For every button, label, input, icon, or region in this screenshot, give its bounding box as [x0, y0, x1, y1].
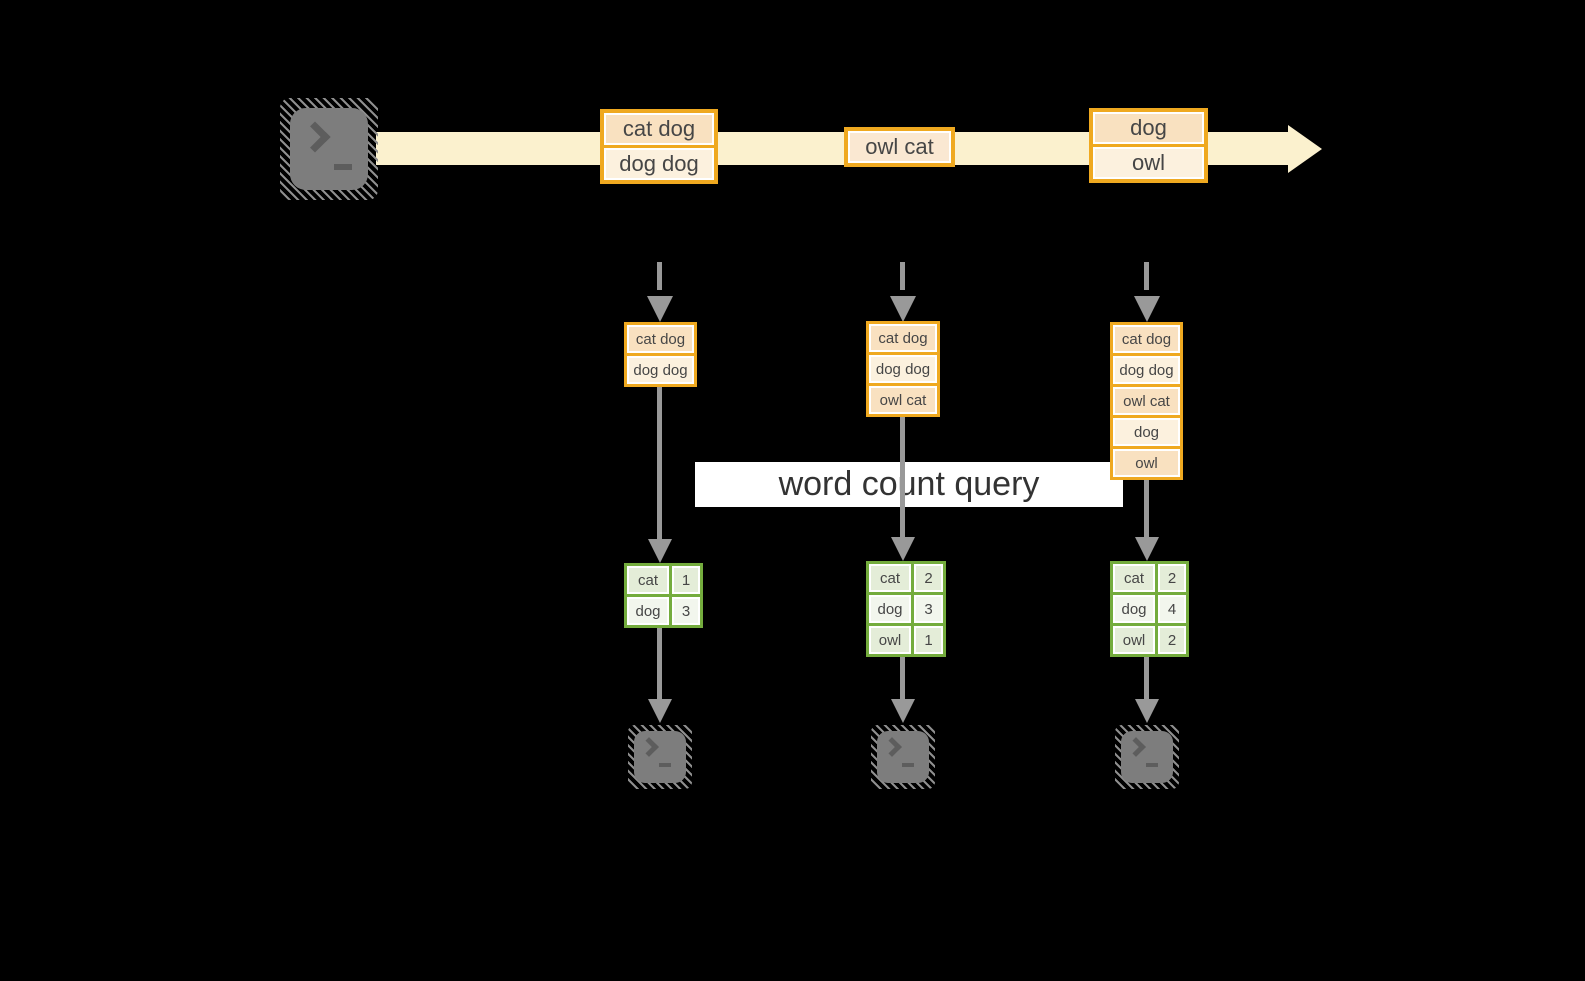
batch-message: owl — [1093, 144, 1204, 179]
flow-arrow-head-icon — [1135, 537, 1159, 561]
dashed-arrow-line — [657, 262, 662, 290]
dashed-arrow-head-icon — [890, 296, 916, 322]
batch-message: dog dog — [604, 145, 714, 180]
buffered-message: cat dog — [869, 324, 937, 352]
count-cell: 3 — [914, 595, 943, 623]
buffered-message: owl cat — [1113, 384, 1180, 415]
word-cell: dog — [869, 595, 914, 623]
dashed-arrow-head-icon — [647, 296, 673, 322]
word-cell: owl — [869, 626, 914, 654]
buffered-message: dog dog — [627, 353, 694, 384]
buffer-stack-3: cat dog dog dog owl cat dog owl — [1110, 322, 1183, 480]
table-row: cat 1 — [627, 566, 700, 594]
word-cell: dog — [1113, 595, 1158, 623]
flow-arrow-head-icon — [891, 699, 915, 723]
count-cell: 1 — [672, 566, 700, 594]
dashed-arrow-line — [900, 262, 905, 290]
buffered-message: dog — [1113, 415, 1180, 446]
batch-box-2: owl cat — [844, 127, 955, 167]
flow-arrow-line — [657, 628, 662, 699]
buffered-message: owl cat — [869, 383, 937, 414]
terminal-screen — [1121, 731, 1173, 783]
table-row: cat 2 — [869, 564, 943, 592]
buffered-message: owl — [1113, 446, 1180, 477]
flow-arrow-line — [900, 657, 905, 699]
flow-arrow-head-icon — [648, 699, 672, 723]
prompt-underscore-icon — [1146, 763, 1158, 767]
query-label: word count query — [695, 462, 1123, 507]
word-cell: cat — [627, 566, 672, 594]
prompt-chevron-icon — [882, 737, 902, 757]
batch-box-1: cat dog dog dog — [600, 109, 718, 184]
batch-message: dog — [1093, 112, 1204, 144]
prompt-underscore-icon — [659, 763, 671, 767]
sink-terminal-icon — [1115, 725, 1179, 789]
buffer-stack-1: cat dog dog dog — [624, 322, 697, 387]
word-cell: owl — [1113, 626, 1158, 654]
word-cell: cat — [1113, 564, 1158, 592]
buffer-stack-2: cat dog dog dog owl cat — [866, 321, 940, 417]
prompt-underscore-icon — [902, 763, 914, 767]
buffered-message: dog dog — [869, 352, 937, 383]
count-cell: 2 — [914, 564, 943, 592]
stream-arrow-head-icon — [1288, 125, 1322, 173]
flow-arrow-line — [900, 417, 905, 537]
flow-arrow-head-icon — [1135, 699, 1159, 723]
prompt-chevron-icon — [1126, 737, 1146, 757]
table-row: dog 3 — [627, 594, 700, 625]
flow-arrow-head-icon — [648, 539, 672, 563]
table-row: dog 4 — [1113, 592, 1186, 623]
word-cell: cat — [869, 564, 914, 592]
batch-message: cat dog — [604, 113, 714, 145]
prompt-chevron-icon — [639, 737, 659, 757]
prompt-chevron-icon — [299, 121, 331, 153]
flow-arrow-line — [1144, 480, 1149, 537]
terminal-screen — [877, 731, 929, 783]
word-count-table-1: cat 1 dog 3 — [624, 563, 703, 628]
flow-arrow-line — [657, 387, 662, 539]
count-cell: 2 — [1158, 626, 1186, 654]
table-row: owl 2 — [1113, 623, 1186, 654]
prompt-underscore-icon — [334, 164, 352, 170]
dashed-arrow-head-icon — [1134, 296, 1160, 322]
buffered-message: cat dog — [627, 325, 694, 353]
terminal-screen — [290, 108, 368, 190]
batch-box-3: dog owl — [1089, 108, 1208, 183]
flow-arrow-line — [1144, 657, 1149, 699]
word-count-table-3: cat 2 dog 4 owl 2 — [1110, 561, 1189, 657]
terminal-screen — [634, 731, 686, 783]
count-cell: 3 — [672, 597, 700, 625]
table-row: owl 1 — [869, 623, 943, 654]
count-cell: 1 — [914, 626, 943, 654]
sink-terminal-icon — [871, 725, 935, 789]
count-cell: 4 — [1158, 595, 1186, 623]
table-row: cat 2 — [1113, 564, 1186, 592]
word-count-table-2: cat 2 dog 3 owl 1 — [866, 561, 946, 657]
count-cell: 2 — [1158, 564, 1186, 592]
table-row: dog 3 — [869, 592, 943, 623]
flow-arrow-head-icon — [891, 537, 915, 561]
buffered-message: cat dog — [1113, 325, 1180, 353]
sink-terminal-icon — [628, 725, 692, 789]
batch-message: owl cat — [848, 131, 951, 163]
buffered-message: dog dog — [1113, 353, 1180, 384]
source-terminal-icon — [280, 98, 378, 200]
word-cell: dog — [627, 597, 672, 625]
dashed-arrow-line — [1144, 262, 1149, 290]
